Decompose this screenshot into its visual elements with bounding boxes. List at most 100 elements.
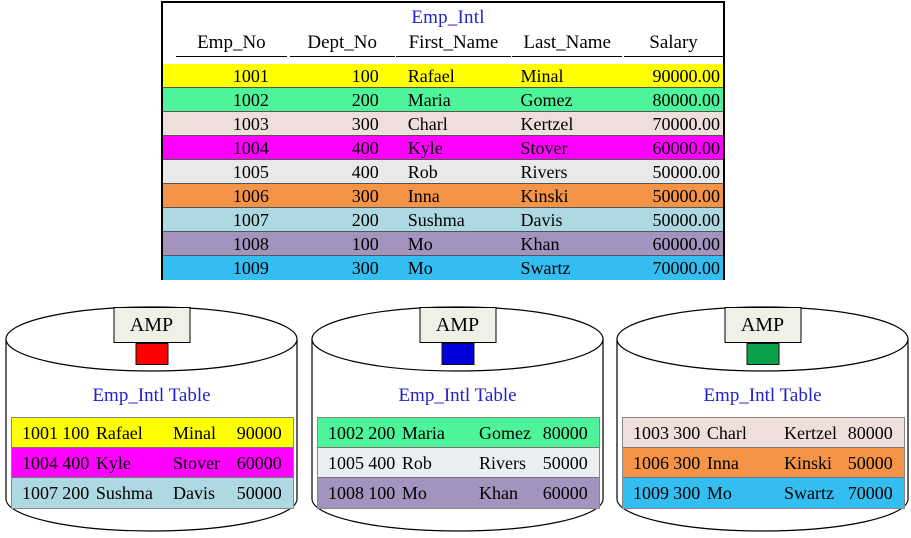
- column-header-salary: Salary: [624, 31, 723, 57]
- cell-first-name: Mo: [407, 258, 433, 278]
- table-row: 1005 400 Rob Rivers 50000.00: [163, 160, 723, 184]
- amp-cell-salary: 80000: [847, 422, 893, 443]
- cell-dept-no: 400: [351, 137, 379, 158]
- emp-intl-main-table: Emp_Intl Emp_No Dept_No First_Name Last_…: [161, 1, 725, 280]
- amp-cell-emp-no: 1002: [328, 422, 364, 443]
- cell-first-name: Mo: [407, 233, 433, 254]
- amp-cell-last-name: Rivers: [479, 452, 527, 473]
- amp-cell-first-name: Rob: [401, 452, 432, 473]
- amp-cell-dept-no: 200: [368, 422, 396, 443]
- amp-cell-salary: 80000: [542, 422, 588, 443]
- cell-emp-no: 1006: [232, 185, 269, 206]
- amp-cell-last-name: Stover: [173, 452, 221, 473]
- amp-cell-first-name: Sushma: [95, 483, 153, 503]
- amp-table-title-1: Emp_Intl Table: [92, 385, 211, 406]
- cell-dept-no: 400: [351, 161, 379, 182]
- cell-salary: 70000.00: [652, 113, 721, 134]
- cell-emp-no: 1004: [232, 137, 269, 158]
- amp-label-box-3[interactable]: AMP: [724, 307, 801, 343]
- cell-last-name: Kertzel: [520, 113, 574, 134]
- cell-first-name: Charl: [407, 113, 448, 134]
- cell-emp-no: 1009: [232, 258, 269, 278]
- amp-cell-dept-no: 300: [673, 483, 701, 503]
- amp-label-text-2: AMP: [435, 314, 480, 336]
- amp-label-box-1[interactable]: AMP: [113, 307, 190, 343]
- amp-cell-first-name: Mo: [401, 483, 427, 503]
- main-table-title-text: Emp_Intl: [411, 7, 485, 28]
- amp-cell-first-name: Mo: [706, 483, 732, 503]
- cell-salary: 50000.00: [652, 209, 721, 230]
- column-header-emp-no: Emp_No: [176, 31, 287, 57]
- amp-cell-emp-no: 1005: [328, 452, 364, 473]
- column-header-dept-no: Dept_No: [289, 31, 395, 57]
- cell-first-name: Rafael: [407, 65, 455, 86]
- cell-dept-no: 200: [351, 89, 379, 110]
- main-table-header-row: Emp_No Dept_No First_Name Last_Name Sala…: [163, 31, 723, 61]
- main-table-title: Emp_Intl: [163, 7, 723, 29]
- amp-cell-last-name: Gomez: [479, 422, 531, 443]
- cell-emp-no: 1008: [232, 233, 269, 254]
- cell-salary: 50000.00: [652, 161, 721, 182]
- cell-salary: 90000.00: [652, 65, 721, 86]
- amp-label-text-3: AMP: [740, 314, 785, 336]
- amp-cell-last-name: Davis: [173, 483, 216, 503]
- amp-cell-salary: 60000: [542, 483, 588, 503]
- cell-first-name: Rob: [407, 161, 438, 182]
- amp-cell-emp-no: 1003: [633, 422, 669, 443]
- cell-last-name: Gomez: [520, 89, 573, 110]
- cell-emp-no: 1002: [232, 89, 269, 110]
- amp-cell-first-name: Rafael: [95, 422, 143, 443]
- cell-emp-no: 1005: [232, 161, 269, 182]
- cell-last-name: Khan: [520, 233, 560, 254]
- amp-table-title-3: Emp_Intl Table: [703, 385, 822, 406]
- cell-last-name: Rivers: [520, 161, 568, 182]
- amp-label-text-1: AMP: [129, 314, 174, 336]
- amp-label-box-2[interactable]: AMP: [419, 307, 496, 343]
- amp-cell-dept-no: 300: [673, 452, 701, 473]
- cell-dept-no: 300: [351, 258, 379, 278]
- amp-cell-salary: 90000: [236, 422, 282, 443]
- amp-table-title-2: Emp_Intl Table: [398, 385, 517, 406]
- amp-cell-dept-no: 300: [673, 422, 701, 443]
- cell-dept-no: 200: [351, 209, 379, 230]
- amp-color-chip-3: [746, 343, 779, 365]
- cell-dept-no: 300: [351, 185, 379, 206]
- amp-cell-first-name: Charl: [706, 422, 747, 443]
- amp-cell-dept-no: 400: [368, 452, 396, 473]
- amp-cell-last-name: Swartz: [784, 483, 834, 503]
- amp-cell-emp-no: 1009: [633, 483, 669, 503]
- cell-salary: 60000.00: [652, 233, 721, 254]
- amp-cell-emp-no: 1006: [633, 452, 669, 473]
- amp-cell-last-name: Kinski: [784, 452, 833, 473]
- amp-cell-first-name: Inna: [706, 452, 739, 473]
- amp-cell-first-name: Kyle: [95, 452, 131, 473]
- cell-emp-no: 1003: [232, 113, 269, 134]
- cell-last-name: Davis: [520, 209, 563, 230]
- cell-salary: 70000.00: [652, 258, 721, 278]
- column-header-first-name: First_Name: [395, 31, 512, 57]
- cell-dept-no: 100: [351, 233, 379, 254]
- amp-cell-first-name: Maria: [401, 422, 445, 443]
- amp-color-chip-1: [135, 343, 168, 365]
- cell-first-name: Maria: [407, 89, 451, 110]
- cell-first-name: Inna: [407, 185, 440, 206]
- cell-salary: 60000.00: [652, 137, 721, 158]
